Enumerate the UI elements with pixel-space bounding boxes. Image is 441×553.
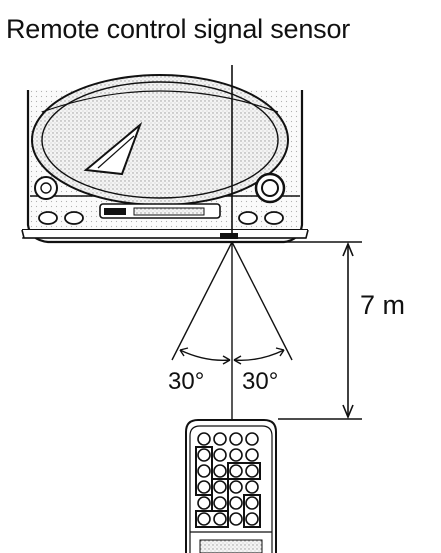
disc-player-icon bbox=[21, 74, 309, 244]
distance-label: 7 m bbox=[360, 290, 406, 320]
angle-arcs bbox=[179, 347, 285, 365]
remote-control-icon bbox=[185, 419, 277, 553]
signal-range-lines bbox=[171, 241, 293, 420]
right-jog-dial bbox=[254, 172, 286, 204]
distance-dimension bbox=[270, 241, 362, 420]
angle-left-label: 30° bbox=[168, 368, 205, 395]
left-jog-dial bbox=[34, 176, 58, 200]
angle-right-label: 30° bbox=[242, 368, 279, 395]
sensor-label: Remote control signal sensor bbox=[6, 14, 351, 44]
open-triangle-icon bbox=[83, 121, 143, 176]
